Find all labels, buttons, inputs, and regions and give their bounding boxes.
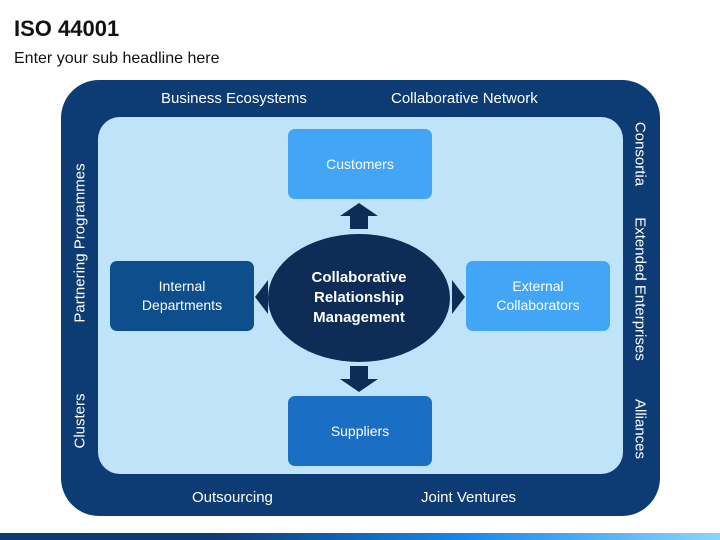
label-outsourcing: Outsourcing <box>192 489 273 506</box>
center-line3: Management <box>313 309 405 326</box>
arrow-down <box>340 366 378 392</box>
node-internal-line1: Internal <box>158 278 206 294</box>
node-external-line2: Collaborators <box>496 297 580 313</box>
node-customers: Customers <box>288 129 432 199</box>
node-internal-line2: Departments <box>141 297 223 313</box>
center-line1: Collaborative <box>311 269 407 286</box>
arrow-up <box>340 203 378 229</box>
label-collaborative-network: Collaborative Network <box>391 90 538 107</box>
node-external-line1: External <box>512 278 564 294</box>
page-title: ISO 44001 <box>14 16 120 41</box>
label-business-ecosystems: Business Ecosystems <box>161 90 307 107</box>
node-internal-departments: Internal Departments <box>110 261 254 331</box>
node-customers-label: Customers <box>326 155 394 172</box>
center-line2: Relationship <box>313 289 404 306</box>
node-external-collaborators: External Collaborators <box>466 261 610 331</box>
center-node: Collaborative Relationship Management <box>268 234 450 362</box>
node-suppliers: Suppliers <box>288 396 432 466</box>
arrow-right <box>452 280 465 314</box>
arrow-left <box>255 280 268 314</box>
footer-accent-bar <box>0 533 720 540</box>
node-suppliers-label: Suppliers <box>330 422 390 439</box>
page-subtitle: Enter your sub headline here <box>14 50 220 67</box>
label-joint-ventures: Joint Ventures <box>421 489 517 506</box>
